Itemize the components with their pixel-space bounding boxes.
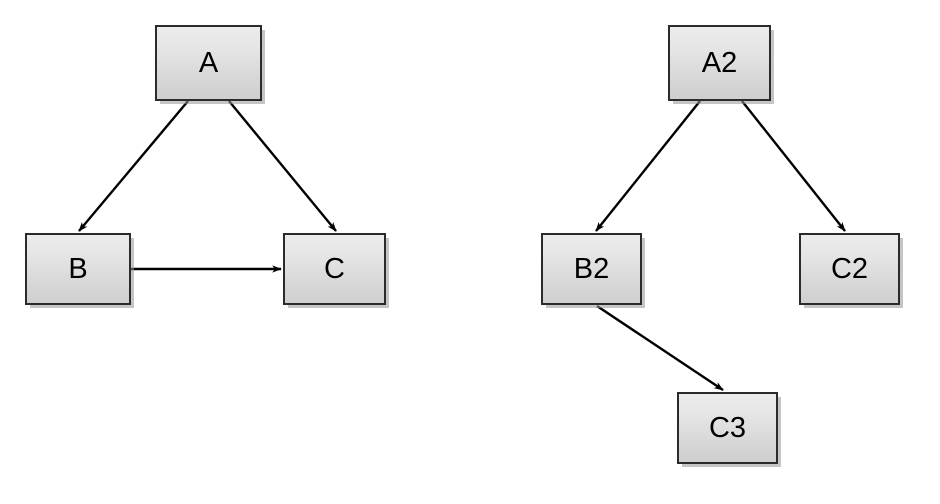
edge-a-to-b (78, 100, 189, 232)
node-c[interactable]: C (283, 233, 386, 305)
node-c3[interactable]: C3 (677, 392, 778, 464)
edge-a2-to-c2 (741, 100, 846, 232)
edge-a2-to-b2 (595, 100, 701, 232)
node-label-a2: A2 (701, 46, 738, 79)
edge-a-to-c (228, 100, 337, 232)
edge-group (78, 100, 846, 391)
node-b2[interactable]: B2 (541, 233, 642, 305)
node-label-b2: B2 (573, 252, 610, 285)
node-b[interactable]: B (25, 233, 131, 305)
node-a2[interactable]: A2 (668, 25, 771, 101)
edge-b2-to-c3 (596, 305, 724, 391)
node-a[interactable]: A (155, 25, 262, 101)
node-label-b: B (68, 252, 88, 285)
node-label-a: A (198, 46, 219, 79)
node-label-c2: C2 (830, 252, 869, 285)
node-label-c: C (324, 252, 345, 285)
node-c2[interactable]: C2 (799, 233, 900, 305)
node-label-c3: C3 (708, 411, 747, 444)
